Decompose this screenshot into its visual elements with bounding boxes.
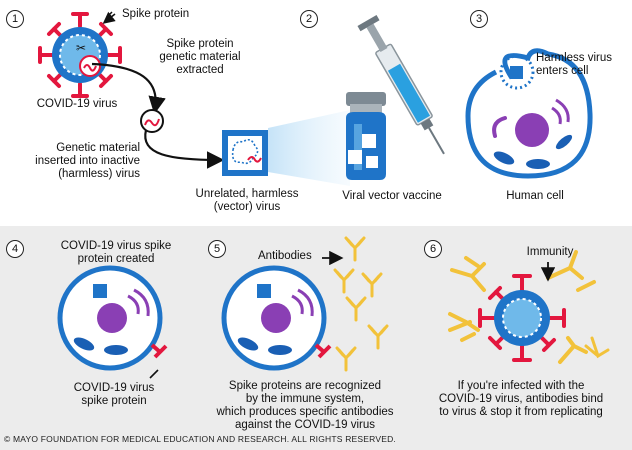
immunity-label: Immunity <box>526 246 574 258</box>
covid-spike-protein-label: COVID-19 virus spike protein <box>73 382 155 407</box>
step-6-number: 6 <box>424 240 442 258</box>
human-cell-label: Human cell <box>506 190 564 202</box>
recognized-label: Spike proteins are recognized by the imm… <box>216 380 394 431</box>
copyright-notice: © MAYO FOUNDATION FOR MEDICAL EDUCATION … <box>4 434 396 444</box>
syringe-icon <box>357 15 445 155</box>
binding-antibody-icons <box>448 250 610 364</box>
antibody-icons <box>333 236 389 372</box>
vector-virus-label: Unrelated, harmless (vector) virus <box>195 188 299 213</box>
human-cell-icon <box>465 48 593 179</box>
vector-virus-icon <box>222 110 350 186</box>
step-3-number: 3 <box>470 10 488 28</box>
antibodies-label: Antibodies <box>258 250 312 262</box>
genetic-material-icon <box>140 109 164 133</box>
covid-virus-label: COVID-19 virus <box>36 98 118 110</box>
infected-label: If you're infected with the COVID-19 vir… <box>438 380 604 418</box>
step-2-number: 2 <box>300 10 318 28</box>
spike-protein-label: Spike protein <box>122 8 190 20</box>
spike-created-label: COVID-19 virus spike protein created <box>60 240 172 265</box>
svg-text:✂: ✂ <box>76 41 86 55</box>
cell-spike-created-icon <box>57 265 168 371</box>
step-5-number: 5 <box>208 240 226 258</box>
step-1-number: 1 <box>6 10 24 28</box>
step-4-number: 4 <box>6 240 24 258</box>
harmless-enters-label: Harmless virus enters cell <box>536 52 613 77</box>
genetic-inserted-label: Genetic material inserted into inactive … <box>35 142 140 180</box>
viral-vector-vaccine-label: Viral vector vaccine <box>342 190 442 202</box>
cell-antibodies-icon <box>221 265 332 371</box>
vaccine-vial-icon <box>346 92 386 180</box>
genetic-extracted-label: Spike protein genetic material extracted <box>159 38 241 76</box>
neutralized-virus-icon <box>478 274 566 362</box>
covid-virus-icon: ✂ <box>38 12 122 98</box>
